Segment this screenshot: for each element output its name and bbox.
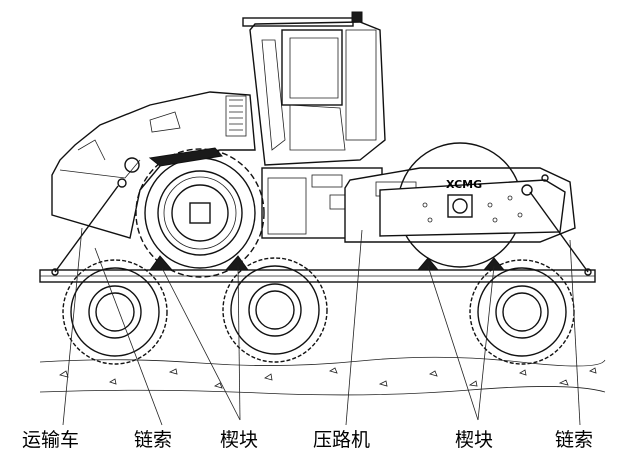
trailer-wheel-left bbox=[62, 259, 168, 365]
ground bbox=[39, 356, 606, 396]
xcmg-logo: XCMG bbox=[446, 178, 482, 191]
engine-hood bbox=[51, 91, 256, 239]
transport-vehicle bbox=[39, 257, 596, 365]
wedges bbox=[149, 255, 506, 271]
label-transport-vehicle: 运输车 bbox=[22, 429, 79, 451]
label-roller: 压路机 bbox=[313, 429, 370, 451]
wedge-left-1 bbox=[149, 255, 174, 271]
leader-lines bbox=[62, 227, 581, 426]
trailer-wheel-middle bbox=[222, 257, 328, 363]
labels: 运输车 链索 楔块 压路机 楔块 链索 bbox=[22, 429, 593, 451]
chains bbox=[51, 185, 592, 276]
road-roller: XCMG bbox=[51, 11, 576, 278]
operator-cab bbox=[249, 21, 386, 166]
label-wedge-right: 楔块 bbox=[455, 429, 493, 451]
label-wedge-left: 楔块 bbox=[220, 429, 258, 451]
chain-left bbox=[54, 185, 119, 273]
wedge-right-2 bbox=[482, 257, 506, 271]
chain-right bbox=[529, 191, 589, 273]
chain-anchor-rear bbox=[117, 178, 127, 188]
label-chain-right: 链索 bbox=[555, 429, 593, 451]
wedge-left-2 bbox=[224, 255, 249, 271]
drive-tire bbox=[135, 148, 265, 278]
wedge-right-1 bbox=[416, 257, 440, 271]
label-chain-left: 链索 bbox=[134, 429, 172, 451]
